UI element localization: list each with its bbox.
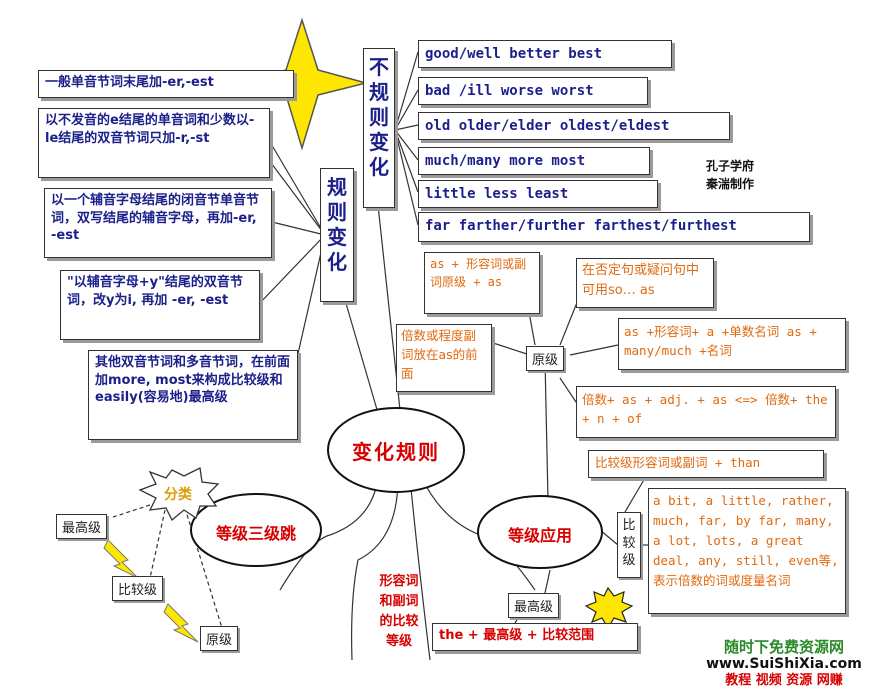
right-topic: 等级应用 xyxy=(507,526,572,545)
left-topic: 等级三级跳 xyxy=(215,524,296,543)
irregular-item: good/well better best xyxy=(418,40,672,68)
lightning-icon xyxy=(103,539,139,579)
center-topic: 变化规则 xyxy=(352,440,440,464)
spark-icon xyxy=(584,586,634,630)
trunk-label: 形容词 和副词 的比较 等级 xyxy=(379,574,419,650)
classify-positive: 原级 xyxy=(200,626,239,651)
regular-rule: 以一个辅音字母结尾的闭音节单音节词，双写结尾的辅音字母，再加-er, -est xyxy=(44,188,272,258)
credit: 孔子学府 秦湍制作 xyxy=(706,159,755,191)
positive-note: 倍数或程度副词放在as的前面 xyxy=(396,324,492,392)
positive-label: 原级 xyxy=(526,346,565,371)
burst-icon xyxy=(138,467,220,522)
lightning-icon xyxy=(163,603,199,643)
irregular-item: far farther/further farthest/furthest xyxy=(418,212,810,242)
irregular-item: bad /ill worse worst xyxy=(418,77,648,105)
regular-rule: "以辅音字母+y"结尾的双音节词，改y为i, 再加 -er, -est xyxy=(60,270,260,340)
classify-superlative: 最高级 xyxy=(56,514,108,539)
superlative-rule: the + 最高级 + 比较范围 xyxy=(432,623,638,651)
irregular-item: old older/elder oldest/eldest xyxy=(418,112,730,140)
regular-rule: 一般单音节词末尾加-er,-est xyxy=(38,70,294,98)
positive-note: 在否定句或疑问句中可用so… as xyxy=(576,258,714,308)
classify-burst-label: 分类 xyxy=(164,487,192,503)
irregular-item: much/many more most xyxy=(418,147,650,175)
irregular-title: 不 规 则 变 化 xyxy=(363,48,395,208)
regular-rule: 其他双音节词和多音节词，在前面加more, most来构成比较级和easily(… xyxy=(88,350,298,440)
positive-note: as + 形容词或副词原级 + as xyxy=(424,252,540,314)
comparative-rule: 比较级形容词或副词 + than xyxy=(588,450,824,478)
watermark: 随时下免费资源网 www.SuiShiXia.com 教程 视频 资源 网赚 xyxy=(706,638,862,688)
regular-title: 规 则 变 化 xyxy=(320,168,354,302)
superlative-label: 最高级 xyxy=(508,593,560,618)
comparative-label: 比 较 级 xyxy=(617,512,641,578)
regular-rule: 以不发音的e结尾的单音词和少数以- le结尾的双音节词只加-r,-st xyxy=(38,108,270,178)
irregular-item: little less least xyxy=(418,180,658,208)
positive-note: 倍数+ as + adj. + as <=> 倍数+ the + n + of xyxy=(576,386,836,438)
comparative-modifiers: a bit, a little, rather, much, far, by f… xyxy=(648,488,846,614)
positive-note: as +形容词+ a +单数名词 as + many/much +名词 xyxy=(618,318,846,370)
classify-comparative: 比较级 xyxy=(112,576,164,601)
